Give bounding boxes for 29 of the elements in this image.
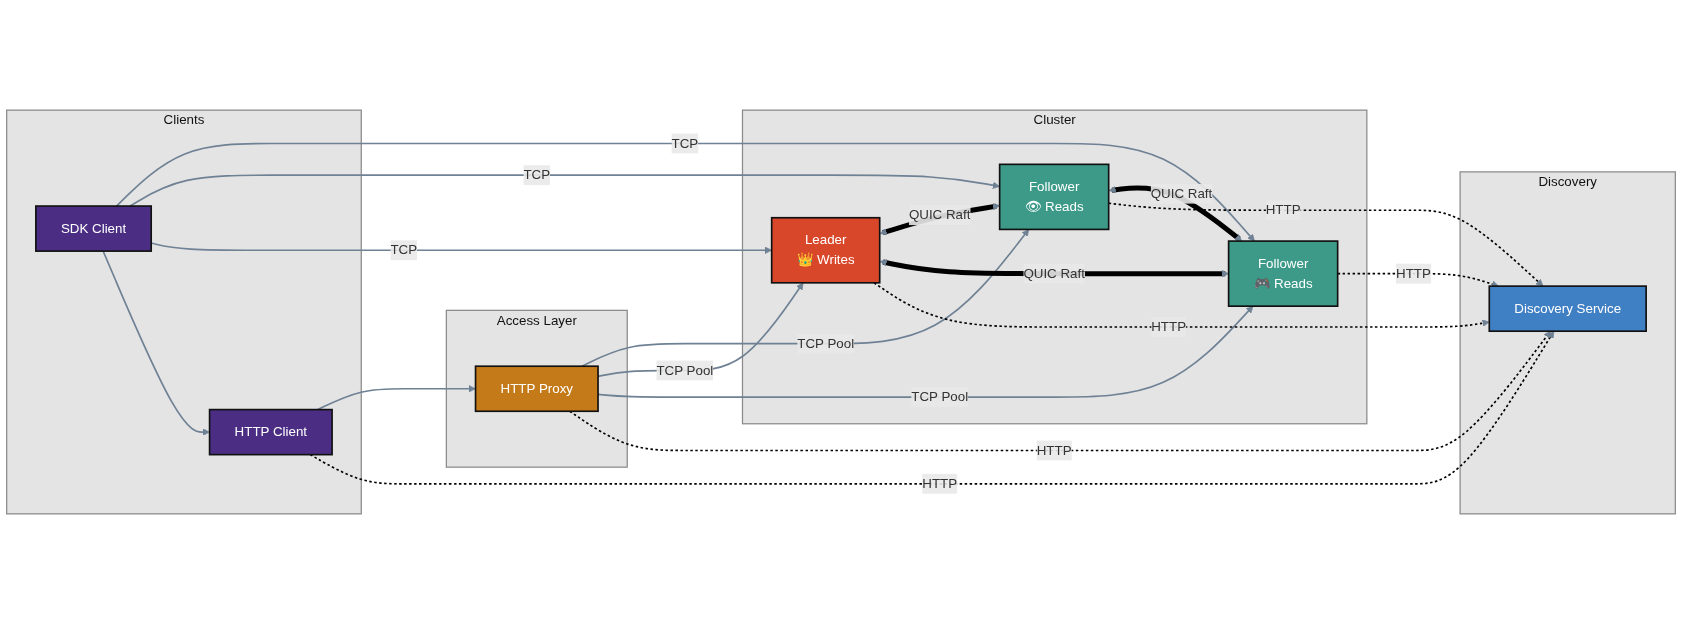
edge-label: HTTP — [922, 476, 958, 491]
edge-label: QUIC Raft — [1023, 266, 1085, 281]
node-box: Leader 👑 Writes — [770, 216, 881, 284]
node-box: Follower 🎮 Reads — [1227, 240, 1339, 307]
node-box: HTTP Client — [208, 408, 333, 456]
node-box: Discovery Service — [1488, 285, 1647, 333]
edge-label: TCP Pool — [911, 389, 969, 404]
edge-label: TCP Pool — [656, 362, 714, 378]
edge-label: TCP Pool — [797, 336, 855, 351]
arrow — [581, 229, 1030, 368]
edge-label: QUIC Raft — [908, 207, 971, 222]
edge-label: HTTP — [1396, 266, 1431, 281]
node-box: SDK Client — [35, 205, 153, 252]
edge-label: QUIC Raft — [1150, 186, 1213, 201]
edge-label: TCP — [671, 135, 699, 151]
node-box: Follower 👁 Reads — [998, 163, 1110, 231]
arrow — [129, 174, 1000, 207]
arrow — [568, 330, 1551, 452]
arrow — [316, 385, 476, 411]
arrow — [879, 203, 1000, 236]
edge-label: HTTP — [1036, 442, 1072, 458]
edge-label: TCP — [390, 242, 418, 257]
arrow — [309, 330, 1555, 485]
arrow — [102, 250, 210, 436]
node-box: HTTP Proxy — [474, 365, 599, 413]
edge-label: HTTP — [1265, 202, 1301, 217]
arrow — [873, 281, 1490, 328]
edge-label: HTTP — [1151, 319, 1187, 334]
edge-label: TCP — [523, 167, 551, 182]
